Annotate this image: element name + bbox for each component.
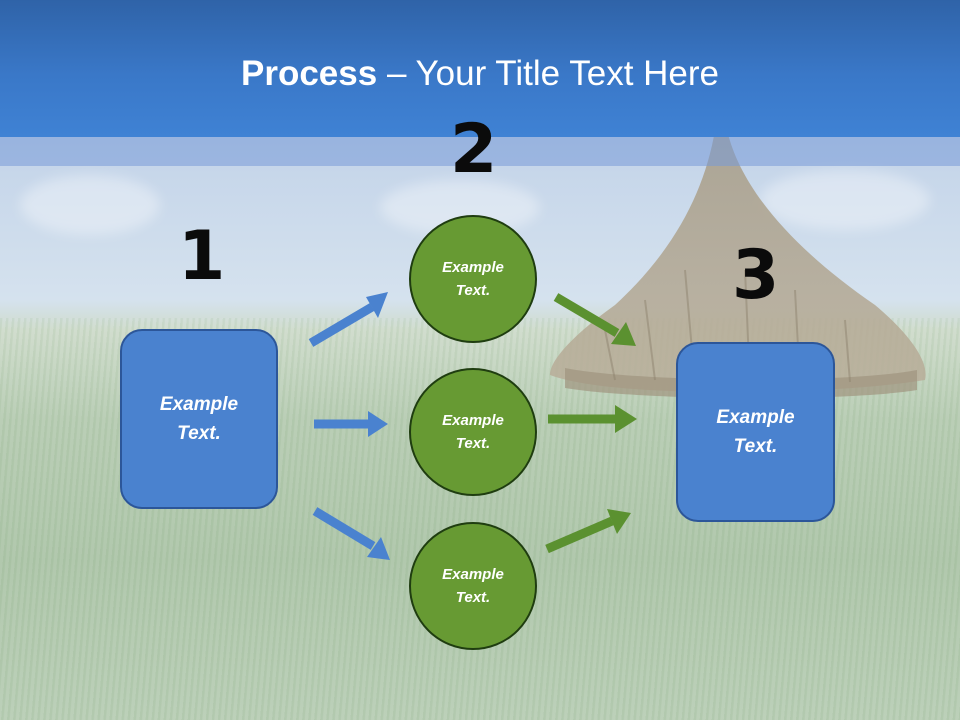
- arrow-down-right-green: [553, 293, 620, 337]
- green-arrows: [545, 293, 637, 554]
- circle-middle-text-line1: Example: [442, 412, 504, 429]
- step-number-1: 1: [178, 217, 226, 296]
- arrow-up-right-head: [366, 292, 388, 318]
- circle-top-text-line1: Example: [442, 259, 504, 276]
- cloud: [20, 175, 160, 235]
- arrow-up-right-green: [545, 516, 614, 554]
- arrow-down-right: [312, 507, 376, 550]
- arrow-right-green-head: [615, 405, 637, 433]
- step-number-2: 2: [450, 110, 498, 189]
- arrow-right-head: [368, 411, 388, 437]
- step-1-text-line2: Text.: [177, 423, 221, 444]
- title-rest: – Your Title Text Here: [377, 54, 719, 93]
- title-bold: Process: [241, 54, 378, 93]
- arrow-down-right-green-head: [611, 322, 636, 346]
- slide-title: Process – Your Title Text Here: [0, 52, 960, 96]
- circle-middle-text-line2: Text.: [455, 435, 491, 452]
- circle-bottom-text-line1: Example: [442, 566, 504, 583]
- blue-arrows: [308, 292, 390, 560]
- step-3-text-line1: Example: [716, 407, 795, 428]
- step-1-text-line1: Example: [159, 394, 239, 415]
- step-3-text-line2: Text.: [733, 436, 778, 457]
- title-bar: [0, 0, 960, 137]
- cloud: [760, 170, 930, 230]
- step-number-3: 3: [732, 236, 780, 315]
- arrow-down-right-head: [367, 537, 390, 560]
- circle-top-text-line2: Text.: [455, 282, 491, 299]
- arrow-up-right-green-head: [607, 509, 631, 534]
- title-bar-band: [0, 137, 960, 166]
- arrow-up-right: [308, 303, 375, 347]
- circle-bottom-text-line2: Text.: [455, 589, 491, 606]
